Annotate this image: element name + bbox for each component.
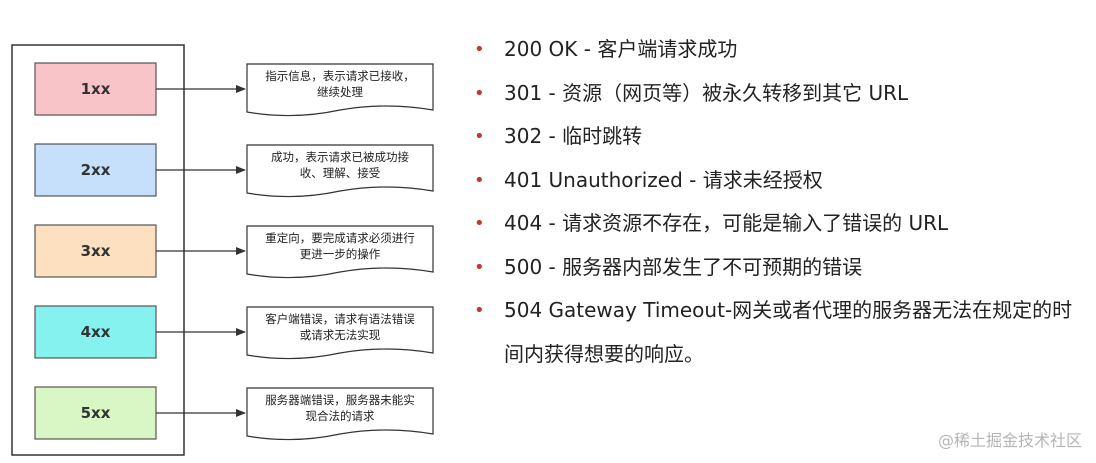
bullet-icon: • xyxy=(474,82,485,104)
status-item-302: •302 - 临时跳转 xyxy=(474,115,1084,159)
desc-document-shape xyxy=(246,306,434,360)
status-item-404: •404 - 请求资源不存在，可能是输入了错误的 URL xyxy=(474,202,1084,246)
status-item-504: •504 Gateway Timeout-网关或者代理的服务器无法在规定的时间内… xyxy=(474,289,1084,376)
code-box-5xx xyxy=(34,386,157,440)
desc-line: 成功，表示请求已被成功接 xyxy=(271,150,409,164)
code-label: 1xx xyxy=(81,80,111,98)
code-label: 2xx xyxy=(81,161,111,179)
desc-document-shape xyxy=(246,225,434,279)
outer-frame xyxy=(11,44,185,456)
desc-line: 现合法的请求 xyxy=(306,409,375,423)
code-label: 3xx xyxy=(81,242,111,260)
desc-document-shape xyxy=(246,387,434,441)
code-label: 5xx xyxy=(81,404,111,422)
bullet-icon: • xyxy=(474,126,485,147)
bullet-icon: • xyxy=(474,300,485,321)
status-item-500: •500 - 服务器内部发生了不可预期的错误 xyxy=(474,246,1084,290)
desc-line: 客户端错误，请求有语法错误 xyxy=(265,312,415,326)
status-code-list: •200 OK - 客户端请求成功 •301 - 资源（网页等）被永久转移到其它… xyxy=(474,28,1084,376)
bullet-icon: • xyxy=(474,213,485,234)
status-item-401: •401 Unauthorized - 请求未经授权 xyxy=(474,159,1084,203)
desc-line: 服务器端错误，服务器未能实 xyxy=(265,393,415,407)
bullet-icon: • xyxy=(474,169,485,191)
bullet-icon: • xyxy=(474,256,485,278)
desc-line: 指示信息，表示请求已接收， xyxy=(265,69,415,83)
desc-line: 更进一步的操作 xyxy=(300,247,381,261)
desc-line: 或请求无法实现 xyxy=(300,328,381,342)
desc-line: 继续处理 xyxy=(317,85,363,99)
desc-line: 收、理解、接受 xyxy=(300,166,381,180)
code-box-2xx xyxy=(34,143,157,197)
watermark: @稀土掘金技术社区 xyxy=(937,431,1082,450)
desc-document-shape xyxy=(246,63,434,117)
desc-line: 重定向，要完成请求必须进行 xyxy=(265,231,415,245)
desc-document-shape xyxy=(246,144,434,198)
status-item-301: •301 - 资源（网页等）被永久转移到其它 URL xyxy=(474,72,1084,116)
code-box-3xx xyxy=(34,224,157,278)
status-code-diagram: 1xx 指示信息，表示请求已接收， 继续处理 2xx 成功，表示请求已被成功接收、理解、… xyxy=(11,44,434,456)
code-label: 4xx xyxy=(81,323,111,341)
status-item-200: •200 OK - 客户端请求成功 xyxy=(474,28,1084,72)
bullet-icon: • xyxy=(474,39,485,60)
code-box-1xx xyxy=(34,62,157,116)
